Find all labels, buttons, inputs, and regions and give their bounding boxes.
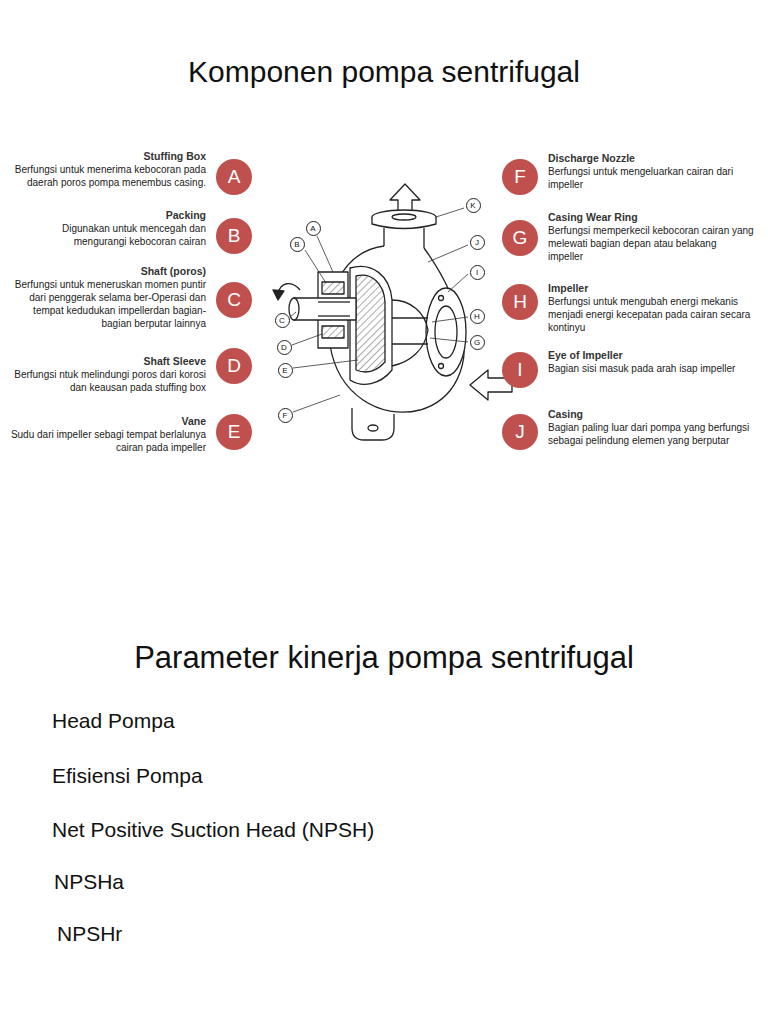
component-text: VaneSudu dari impeller sebagi tempat ber… — [10, 415, 206, 454]
component-letter: I — [502, 352, 538, 388]
callout-letter: K — [466, 198, 481, 213]
callout-letter: B — [290, 237, 305, 252]
component-name: Shaft Sleeve — [10, 355, 206, 368]
component-text: CasingBagian paling luar dari pompa yang… — [548, 408, 754, 447]
shaft — [294, 298, 356, 320]
component-text: ImpellerBerfungsi untuk mengubah energi … — [548, 282, 754, 334]
component-entry: G Casing Wear RingBerfungsi memperkecil k… — [502, 211, 764, 263]
component-text: Casing Wear RingBerfungsi memperkecil ke… — [548, 211, 754, 263]
component-letter: C — [216, 282, 252, 318]
component-name: Vane — [10, 415, 206, 428]
component-name: Impeller — [548, 282, 754, 295]
component-name: Casing — [548, 408, 754, 421]
parameter-item: Efisiensi Pompa — [52, 764, 203, 788]
component-letter: B — [216, 218, 252, 254]
component-letter: F — [502, 159, 538, 195]
component-letter: A — [216, 159, 252, 195]
component-description: Berfungsi ntuk melindungi poros dari kor… — [10, 368, 206, 394]
callout-letter: G — [470, 335, 485, 350]
callout-letter: D — [277, 340, 292, 355]
section-heading: Parameter kinerja pompa sentrifugal — [0, 640, 768, 676]
pump-foot — [352, 408, 394, 440]
callout-letter: C — [275, 313, 290, 328]
callout-letter: H — [470, 309, 485, 324]
suction-flange — [426, 288, 466, 376]
component-letter: D — [216, 348, 252, 384]
component-entry: C Shaft (poros)Berfungsi untuk meneruskan… — [10, 265, 254, 330]
component-name: Packing — [10, 209, 206, 222]
component-description: Berfungsi memperkecil kebocoran cairan y… — [548, 224, 754, 263]
component-description: Berfungsi untuk mengubah energi mekanis … — [548, 295, 754, 334]
callout-letter: F — [278, 408, 293, 423]
component-description: Bagian paling luar dari pompa yang berfu… — [548, 421, 754, 447]
component-text: Eye of ImpellerBagian sisi masuk pada ar… — [548, 349, 754, 375]
component-text: Shaft (poros)Berfungsi untuk meneruskan … — [10, 265, 206, 330]
component-name: Eye of Impeller — [548, 349, 754, 362]
component-name: Casing Wear Ring — [548, 211, 754, 224]
component-letter: J — [502, 414, 538, 450]
parameter-item: NPSHr — [57, 922, 122, 946]
component-entry: J CasingBagian paling luar dari pompa yan… — [502, 408, 764, 450]
component-letter: E — [216, 414, 252, 450]
component-text: Discharge NozzleBerfungsi untuk mengelua… — [548, 152, 754, 191]
component-entry: A Stuffing BoxBerfungsi untuk menerima ke… — [10, 150, 254, 195]
callout-letter: I — [470, 265, 485, 280]
component-entry: F Discharge NozzleBerfungsi untuk mengelu… — [502, 152, 764, 195]
component-name: Stuffing Box — [10, 150, 206, 163]
component-letter: G — [502, 220, 538, 256]
component-text: Stuffing BoxBerfungsi untuk menerima keb… — [10, 150, 206, 189]
callout-letter: E — [278, 363, 293, 378]
component-entry: D Shaft SleeveBerfungsi ntuk melindungi p… — [10, 348, 254, 394]
callout-letter: J — [470, 235, 485, 250]
component-description: Digunakan untuk mencegah dan mengurangi … — [10, 222, 206, 248]
component-text: PackingDigunakan untuk mencegah dan meng… — [10, 209, 206, 248]
component-entry: I Eye of ImpellerBagian sisi masuk pada a… — [502, 349, 764, 388]
parameter-item: NPSHa — [54, 870, 124, 894]
component-description: Berfungsi untuk menerima kebocoran pada … — [10, 163, 206, 189]
component-text: Shaft SleeveBerfungsi ntuk melindungi po… — [10, 355, 206, 394]
component-name: Discharge Nozzle — [548, 152, 754, 165]
component-description: Bagian sisi masuk pada arah isap impelle… — [548, 362, 754, 375]
component-description: Sudu dari impeller sebagi tempat berlalu… — [10, 428, 206, 454]
component-description: Berfungsi untuk meneruskan momen puntir … — [10, 278, 206, 330]
component-letter: H — [502, 284, 538, 320]
discharge-arrow — [390, 184, 420, 212]
page-title: Komponen pompa sentrifugal — [0, 55, 768, 89]
component-entry: B PackingDigunakan untuk mencegah dan men… — [10, 209, 254, 254]
leader-lines — [290, 208, 468, 412]
callout-letter: A — [306, 221, 321, 236]
impeller-section — [356, 275, 385, 372]
parameter-item: Head Pompa — [52, 709, 175, 733]
component-name: Shaft (poros) — [10, 265, 206, 278]
parameter-item: Net Positive Suction Head (NPSH) — [52, 818, 374, 842]
component-description: Berfungsi untuk mengeluarkan cairan dari… — [548, 165, 754, 191]
component-entry: E VaneSudu dari impeller sebagi tempat be… — [10, 414, 254, 454]
component-entry: H ImpellerBerfungsi untuk mengubah energi… — [502, 282, 764, 334]
